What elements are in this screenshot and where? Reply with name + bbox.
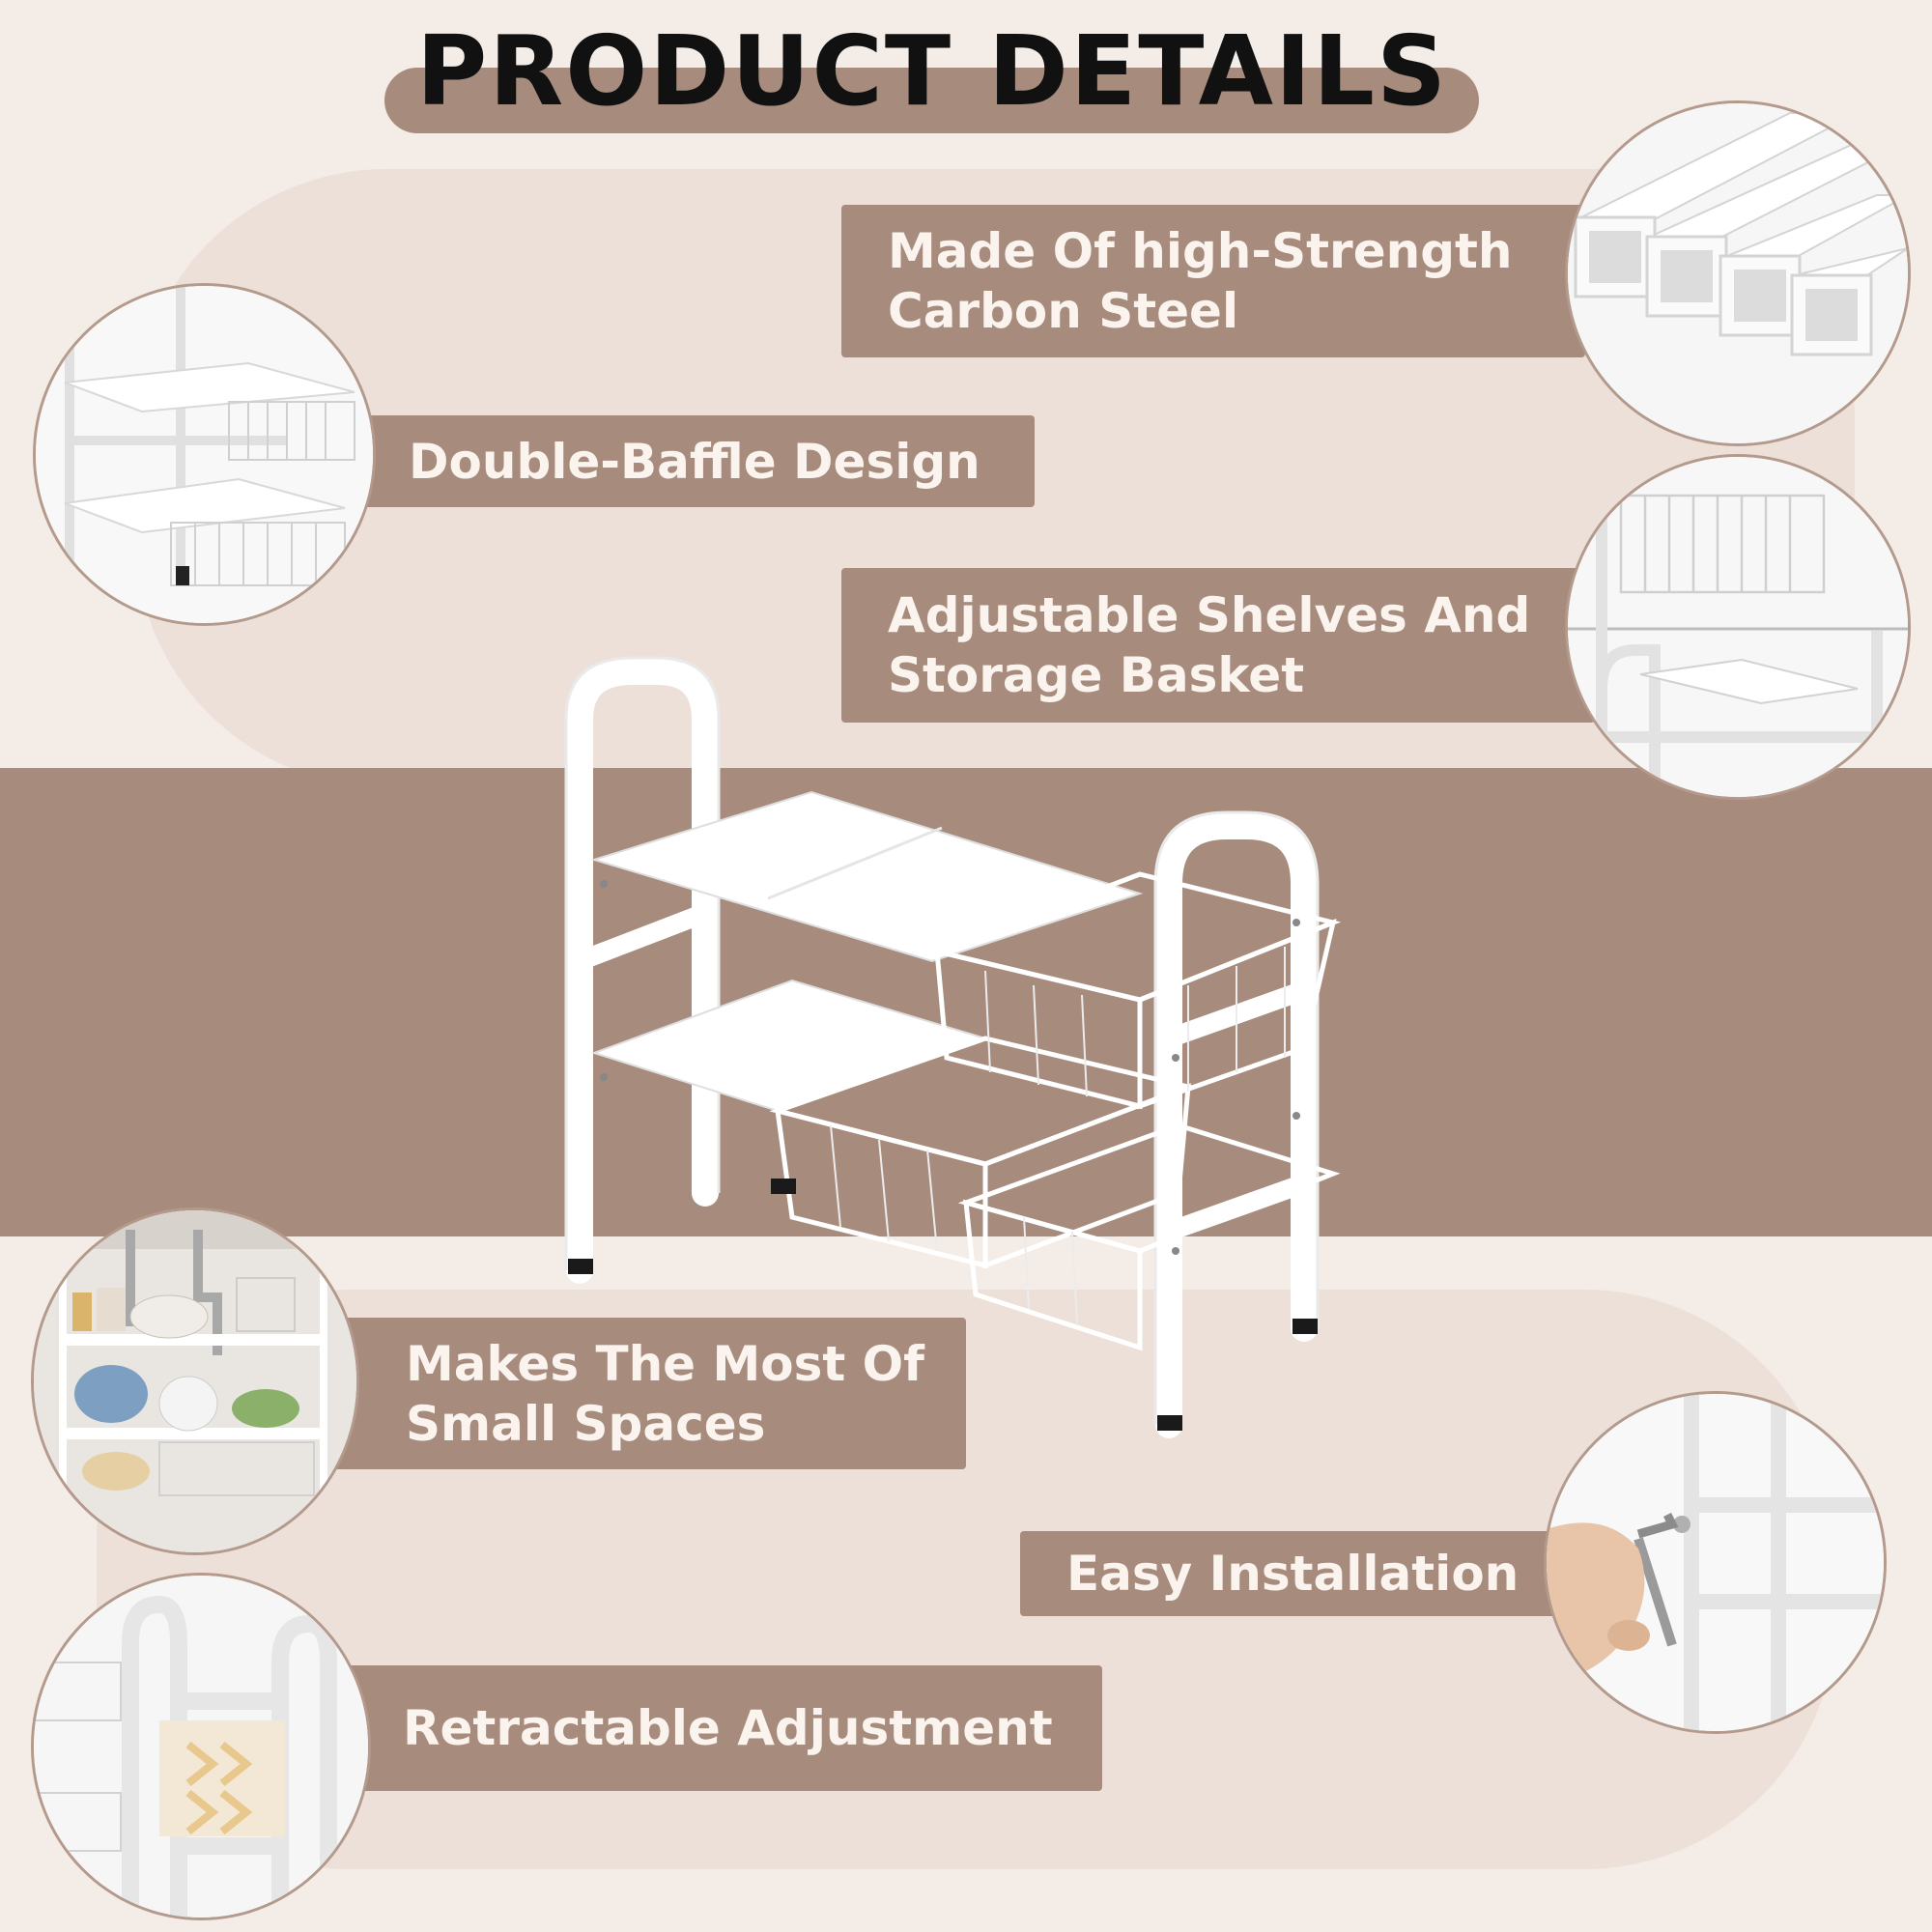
page-title: PRODUCT DETAILS <box>415 14 1449 128</box>
feature-label-easy-installation-text: Easy Installation <box>1066 1546 1520 1602</box>
feature-label-adjustable-shelves-line1: Adjustable Shelves And <box>888 587 1531 643</box>
feature-label-carbon-steel-line2: Carbon Steel <box>888 283 1239 339</box>
retract-arrow-icon <box>31 1573 371 1920</box>
feature-label-adjustable-shelves-line2: Storage Basket <box>888 647 1305 703</box>
feature-label-small-spaces-line2: Small Spaces <box>406 1395 766 1452</box>
feature-label-adjustable-shelves: Adjustable Shelves And Storage Basket <box>841 568 1595 723</box>
feature-label-carbon-steel: Made Of high-Strength Carbon Steel <box>841 205 1585 357</box>
product-rack-image <box>560 652 1391 1454</box>
feature-label-easy-installation: Easy Installation <box>1020 1531 1561 1616</box>
feature-label-double-baffle-text: Double-Baffle Design <box>409 433 980 490</box>
title-pill <box>384 68 1479 133</box>
feature-label-small-spaces-line1: Makes The Most Of <box>406 1335 924 1392</box>
steel-tube-icon <box>1565 100 1911 446</box>
feature-label-carbon-steel-line1: Made Of high-Strength <box>888 223 1513 279</box>
hex-key-icon <box>1544 1391 1887 1734</box>
feature-label-double-baffle: Double-Baffle Design <box>324 415 1035 507</box>
feature-label-retractable: Retractable Adjustment <box>324 1665 1102 1791</box>
basket-icon <box>1565 454 1911 800</box>
feature-label-retractable-text: Retractable Adjustment <box>403 1700 1053 1756</box>
shelf-baffle-icon <box>33 283 376 626</box>
feature-label-small-spaces: Makes The Most Of Small Spaces <box>324 1318 966 1469</box>
cabinet-icon <box>31 1208 359 1555</box>
